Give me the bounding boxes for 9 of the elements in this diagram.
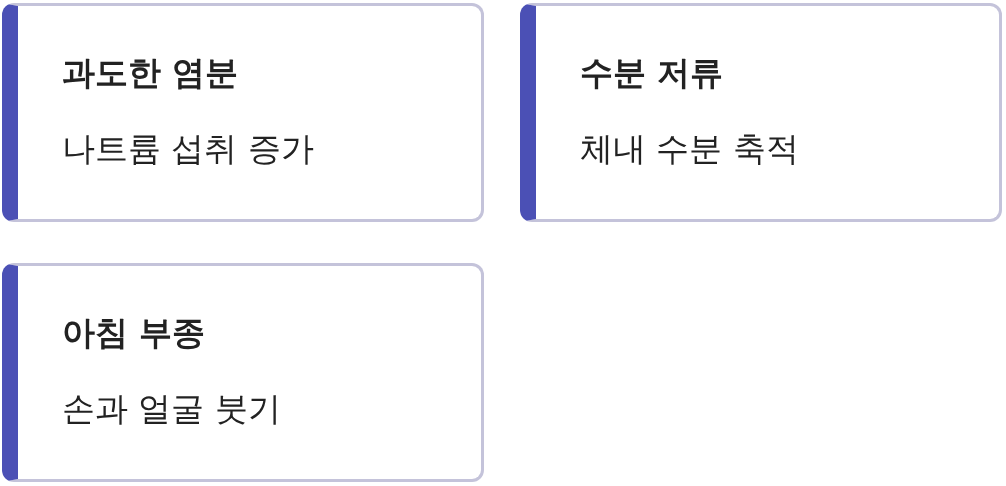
card (2, 263, 484, 482)
card-heading: 과도한 염분 (62, 52, 239, 94)
card (2, 3, 484, 222)
card-text: 손과 얼굴 붓기 (62, 388, 281, 430)
card-heading: 아침 부종 (62, 312, 206, 354)
card (520, 3, 1002, 222)
card-heading: 수분 저류 (580, 52, 724, 94)
card-text: 나트륨 섭취 증가 (62, 128, 314, 170)
card-text: 체내 수분 축적 (580, 128, 799, 170)
